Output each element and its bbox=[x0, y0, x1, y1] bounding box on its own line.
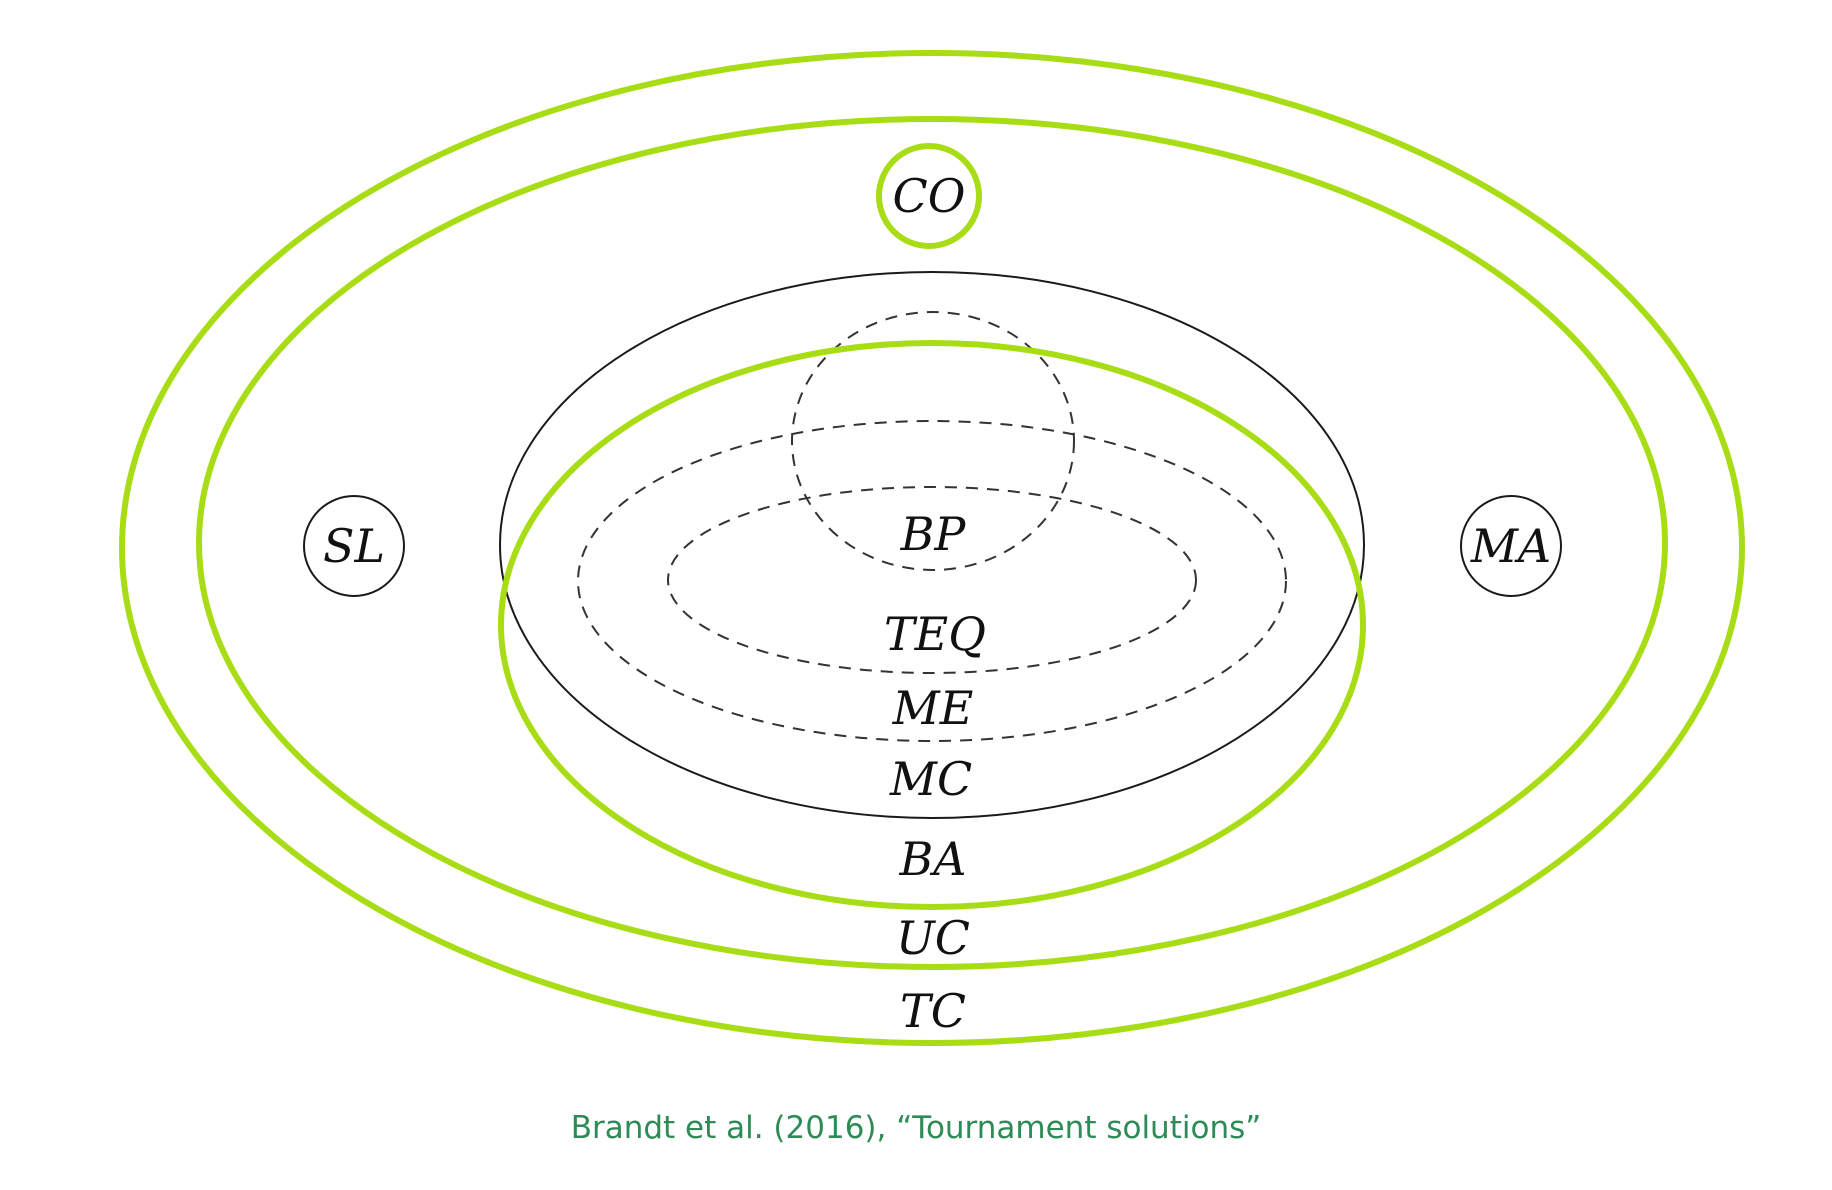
uc-ellipse bbox=[196, 116, 1668, 970]
mc-label: MC bbox=[889, 752, 972, 806]
tc-label: TC bbox=[900, 984, 966, 1038]
co-label: CO bbox=[893, 169, 966, 223]
uc-label: UC bbox=[896, 911, 970, 965]
teq-ellipse bbox=[667, 486, 1197, 674]
sl-circle bbox=[303, 495, 405, 597]
bp-circle bbox=[791, 311, 1075, 571]
co-circle bbox=[876, 143, 982, 249]
tc-ellipse bbox=[119, 50, 1745, 1046]
ma-label: MA bbox=[1470, 519, 1551, 573]
sl-label: SL bbox=[323, 519, 385, 573]
me-ellipse bbox=[577, 420, 1287, 742]
figure-caption: Brandt et al. (2016), “Tournament soluti… bbox=[570, 1110, 1262, 1146]
teq-label: TEQ bbox=[884, 607, 986, 661]
mc-ellipse bbox=[499, 271, 1365, 819]
me-label: ME bbox=[892, 681, 974, 735]
ba-ellipse bbox=[498, 340, 1366, 910]
ma-circle bbox=[1460, 495, 1562, 597]
bp-label: BP bbox=[900, 507, 967, 561]
ba-label: BA bbox=[898, 832, 966, 886]
